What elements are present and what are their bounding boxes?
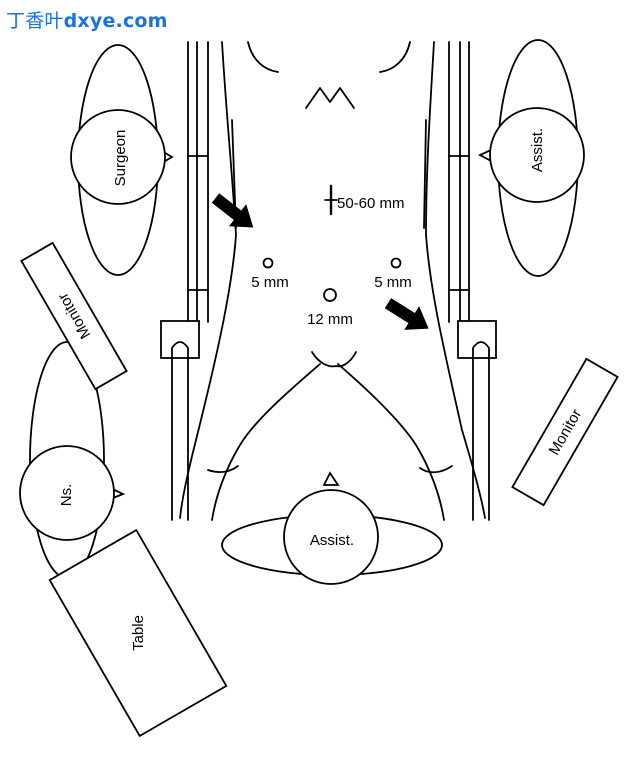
incision-label: 50-60 mm [337, 195, 405, 212]
nurse-figure: Ns. [19, 341, 126, 579]
assistant-bottom-label: Assist. [310, 532, 354, 549]
instrument-table: Table [48, 528, 228, 738]
watermark-logo: 丁香叶dxye.com [6, 6, 168, 33]
port-right-5mm [390, 257, 402, 269]
assistant-right-label: Assist. [529, 128, 546, 172]
port-left-label: 5 mm [251, 274, 289, 291]
port-right-label: 5 mm [374, 274, 412, 291]
table-rail-right [448, 41, 497, 521]
watermark-cn: 丁香叶 [6, 10, 64, 32]
port-left-5mm [262, 257, 274, 269]
surgeon-label: Surgeon [112, 130, 129, 187]
watermark-en: dxye.com [63, 10, 168, 32]
table-rail-left [160, 41, 209, 521]
monitor-right: Monitor [511, 357, 619, 507]
arrow-right-icon [384, 298, 429, 330]
table-label: Table [130, 615, 147, 651]
assistant-bottom-figure: Assist. [221, 471, 443, 585]
surgeon-figure: Surgeon [70, 44, 174, 276]
incision-marker [324, 184, 338, 216]
assistant-right-figure: Assist. [477, 39, 585, 277]
port-center-12mm [323, 288, 337, 302]
nurse-label: Ns. [58, 484, 75, 507]
arrow-left-icon [211, 193, 254, 228]
port-center-label: 12 mm [307, 311, 353, 328]
patient-body [179, 41, 486, 521]
